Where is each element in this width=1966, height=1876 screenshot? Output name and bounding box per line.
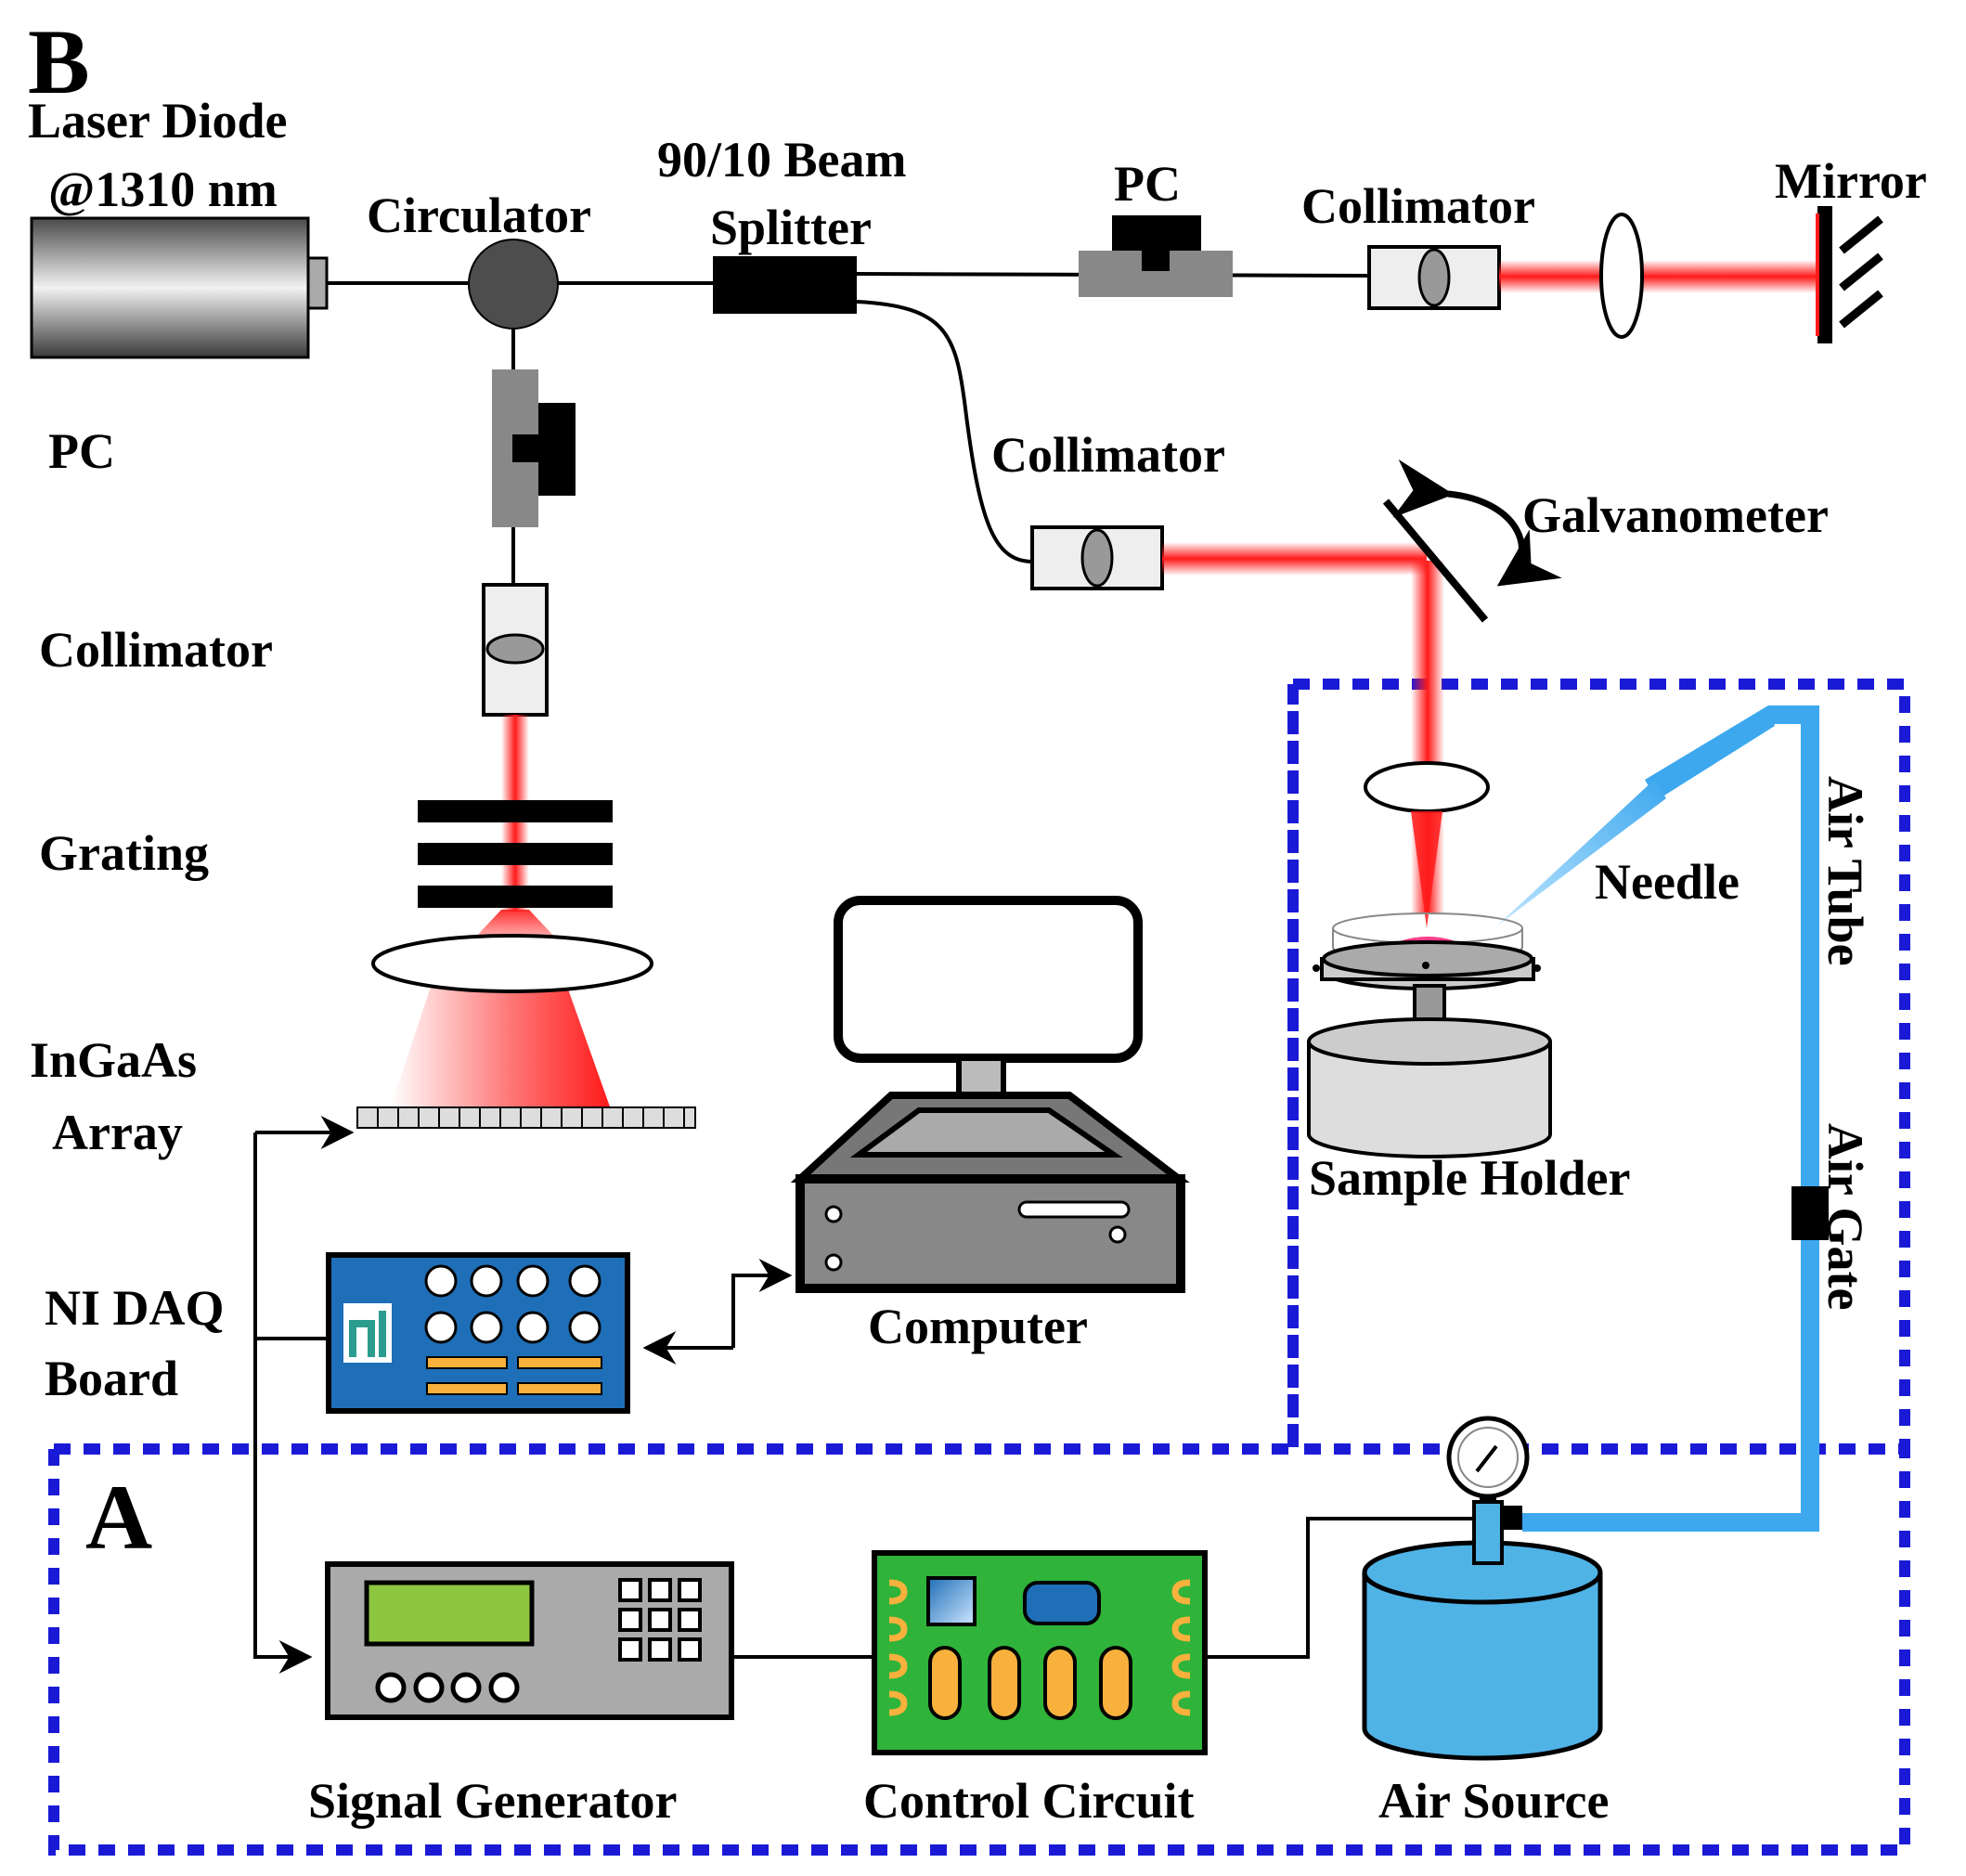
frame-a-dashed — [48, 684, 1910, 1856]
polarization-controller-left — [492, 369, 576, 527]
label-collimator-spectrometer: Collimator — [39, 622, 273, 678]
mirror — [1816, 206, 1883, 343]
label-signal-generator: Signal Generator — [308, 1773, 677, 1829]
panel-label-a: A — [85, 1466, 152, 1569]
label-air-tube: Air Tube — [1817, 776, 1873, 966]
label-beam-splitter-2: Splitter — [710, 200, 872, 255]
polarization-controller-top — [1079, 215, 1233, 297]
pressure-gauge-icon — [1446, 1416, 1530, 1499]
label-air-source: Air Source — [1378, 1773, 1609, 1829]
sample-holder — [1307, 912, 1552, 1158]
control-circuit — [872, 1550, 1208, 1755]
label-computer: Computer — [868, 1299, 1088, 1354]
label-mirror: Mirror — [1775, 153, 1927, 209]
focused-beam — [1411, 811, 1442, 928]
label-collimator-sample: Collimator — [991, 427, 1225, 483]
reference-lens — [1599, 213, 1644, 339]
label-beam-splitter-1: 90/10 Beam — [657, 132, 906, 188]
circulator — [468, 239, 559, 330]
ni-daq-board — [326, 1252, 630, 1414]
rotation-arrow-icon — [1392, 459, 1562, 587]
air-tube — [1522, 705, 1819, 1532]
wires — [253, 1116, 1474, 1674]
ingaas-array — [356, 1106, 696, 1129]
collimator-spectrometer — [482, 583, 549, 717]
sample-beam-horizontal — [1162, 542, 1427, 576]
label-sample-holder: Sample Holder — [1309, 1150, 1631, 1206]
label-laser-diode-2: @1310 nm — [48, 162, 278, 217]
ni-logo-icon — [343, 1303, 392, 1363]
collimator-sample — [1030, 525, 1164, 590]
label-grating: Grating — [39, 825, 209, 881]
label-ingaas-1: InGaAs — [30, 1032, 197, 1088]
laser-diode — [30, 216, 329, 359]
label-ni-daq-1: NI DAQ — [45, 1280, 225, 1336]
grating-output-beam — [473, 910, 557, 939]
needle-tube-segment — [1645, 705, 1775, 800]
label-control-circuit: Control Circuit — [863, 1773, 1195, 1829]
collimator-reference — [1367, 245, 1501, 310]
reference-beam — [1499, 260, 1819, 293]
panel-label-b: B — [28, 10, 90, 113]
beam-splitter — [713, 256, 857, 314]
label-laser-diode-1: Laser Diode — [28, 93, 288, 149]
label-pc-left: PC — [48, 423, 115, 479]
label-circulator: Circulator — [367, 188, 591, 243]
label-air-gate: Air Gate — [1817, 1123, 1873, 1310]
label-needle: Needle — [1595, 854, 1740, 910]
label-pc-top: PC — [1114, 156, 1181, 212]
signal-generator — [325, 1561, 734, 1720]
air-gate — [1791, 1186, 1829, 1240]
diffraction-fan — [390, 984, 611, 1109]
air-source — [1362, 1416, 1603, 1761]
label-ingaas-2: Array — [52, 1105, 183, 1160]
spectrometer-lens — [371, 934, 653, 993]
label-galvanometer: Galvanometer — [1522, 487, 1829, 543]
label-collimator-reference: Collimator — [1301, 178, 1535, 234]
grating — [418, 800, 613, 908]
objective-lens — [1364, 761, 1490, 813]
computer — [790, 896, 1190, 1293]
label-ni-daq-2: Board — [45, 1351, 178, 1406]
needle — [1496, 780, 1666, 926]
